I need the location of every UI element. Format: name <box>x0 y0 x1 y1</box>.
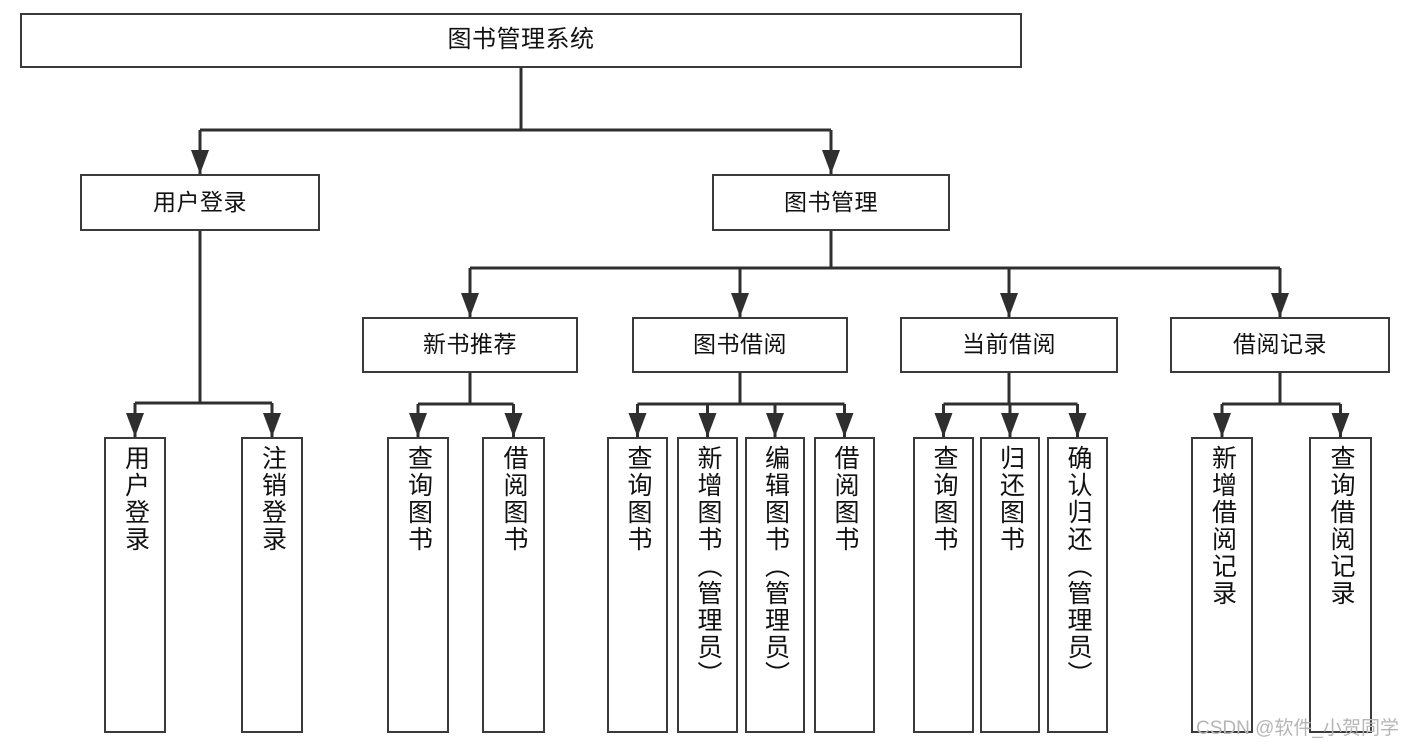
node-leaf_borrow_2[interactable]: 借阅图书 <box>814 437 875 733</box>
node-label-root: 图书管理系统 <box>447 26 595 54</box>
node-leaf_add_rec[interactable]: 新增借阅记录 <box>1191 437 1253 733</box>
node-label-leaf_return: 归还图书 <box>996 445 1025 553</box>
node-leaf_query_2[interactable]: 查询图书 <box>607 437 668 733</box>
node-borrow_record[interactable]: 借阅记录 <box>1170 317 1390 373</box>
node-leaf_edit_book[interactable]: 编辑图书（管理员） <box>745 437 805 733</box>
node-book_manage[interactable]: 图书管理 <box>712 174 950 231</box>
node-leaf_add_book[interactable]: 新增图书（管理员） <box>677 437 738 733</box>
node-leaf_query_3[interactable]: 查询图书 <box>913 437 974 733</box>
node-leaf_logout[interactable]: 注销登录 <box>241 437 303 733</box>
node-label-leaf_edit_book: 编辑图书（管理员） <box>761 445 790 688</box>
node-book_borrow[interactable]: 图书借阅 <box>632 317 848 373</box>
node-current_borrow[interactable]: 当前借阅 <box>900 317 1118 373</box>
node-label-leaf_login: 用户登录 <box>121 445 150 553</box>
node-label-book_manage: 图书管理 <box>784 188 878 215</box>
node-leaf_return[interactable]: 归还图书 <box>980 437 1040 733</box>
node-label-leaf_query_3: 查询图书 <box>930 445 958 553</box>
node-label-leaf_borrow_2: 借阅图书 <box>831 445 859 553</box>
node-user_login[interactable]: 用户登录 <box>80 174 320 231</box>
node-leaf_confirm[interactable]: 确认归还（管理员） <box>1047 437 1108 733</box>
node-label-leaf_query_rec: 查询借阅记录 <box>1327 445 1355 607</box>
node-leaf_login[interactable]: 用户登录 <box>104 437 166 733</box>
node-new_book_rec[interactable]: 新书推荐 <box>362 317 578 373</box>
node-leaf_borrow_1[interactable]: 借阅图书 <box>482 437 545 733</box>
node-label-user_login: 用户登录 <box>153 188 247 215</box>
node-label-leaf_query_1: 查询图书 <box>404 445 433 553</box>
node-label-current_borrow: 当前借阅 <box>962 331 1056 358</box>
watermark: CSDN @软件_小贺同学 <box>1196 718 1399 739</box>
node-label-leaf_query_2: 查询图书 <box>624 445 652 553</box>
node-label-leaf_add_rec: 新增借阅记录 <box>1208 445 1237 607</box>
node-label-new_book_rec: 新书推荐 <box>423 331 517 358</box>
node-label-borrow_record: 借阅记录 <box>1233 331 1327 358</box>
node-leaf_query_rec[interactable]: 查询借阅记录 <box>1309 437 1372 733</box>
node-root[interactable]: 图书管理系统 <box>20 13 1022 68</box>
node-label-leaf_add_book: 新增图书（管理员） <box>694 445 722 688</box>
node-label-leaf_confirm: 确认归还（管理员） <box>1064 445 1092 688</box>
node-label-leaf_borrow_1: 借阅图书 <box>500 445 528 553</box>
node-label-book_borrow: 图书借阅 <box>693 331 787 358</box>
node-label-leaf_logout: 注销登录 <box>258 445 287 553</box>
node-leaf_query_1[interactable]: 查询图书 <box>387 437 449 733</box>
